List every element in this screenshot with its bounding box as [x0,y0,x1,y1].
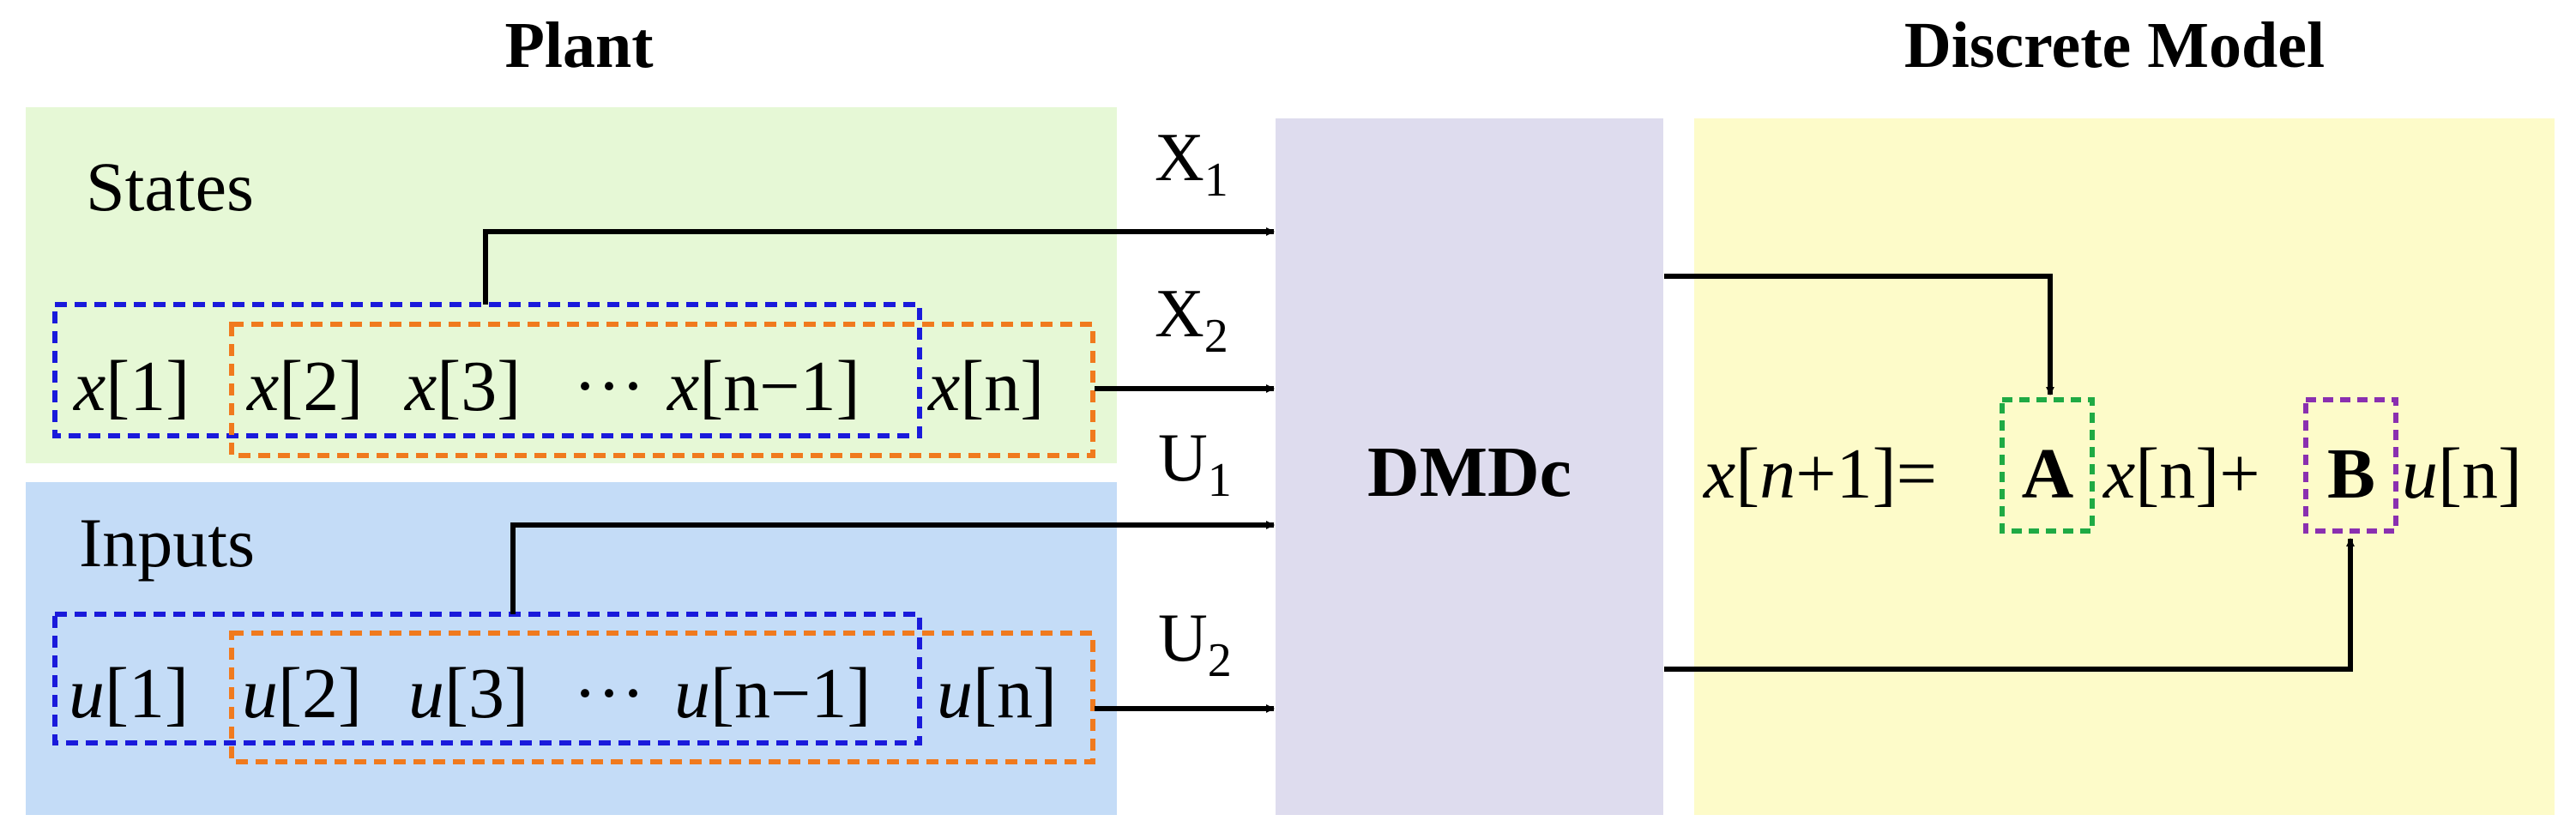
inputs-window-u1 [52,612,922,745]
A-matrix-box [2000,397,2095,534]
states-window-x2 [229,322,1095,458]
state-sequence: x[1] x[2] x[3] ··· x[n−1] x[n] [72,347,1044,426]
inputs-label: Inputs [79,504,255,582]
equation-lhs: x[n+1]= [1702,434,1937,514]
input-u1: u[1] [69,654,189,733]
input-u2: u[2] [242,654,362,733]
B-matrix: B [2327,434,2375,514]
input-un-1: u[n−1] [674,654,871,733]
input-ellipsis: ··· [573,654,645,733]
signal-u1-label: U1 [1158,420,1232,507]
wire-x1 [483,227,1275,305]
signal-x2-label: X2 [1155,276,1228,363]
signal-u2-label: U2 [1158,601,1232,687]
dmdc-block [1276,118,1663,815]
states-window-x1 [52,302,922,438]
dmdc-label: DMDc [1367,432,1572,512]
wire-to-B [1664,538,2355,672]
state-x1: x[1] [72,347,190,426]
state-ellipsis: ··· [573,347,645,426]
equation-state-term: x[n]+ [2102,434,2260,514]
input-sequence: u[1] u[2] u[3] ··· u[n−1] u[n] [69,654,1057,733]
signal-x1-label: X1 [1155,120,1228,207]
model-title: Discrete Model [1904,9,2325,81]
inputs-window-u2 [229,631,1095,764]
states-label: States [86,148,254,226]
discrete-model-panel [1694,118,2555,815]
wire-u1 [510,521,1275,614]
state-x3: x[3] [403,347,521,426]
A-matrix: A [2022,434,2074,514]
input-un: u[n] [937,654,1057,733]
state-xn-1: x[n−1] [666,347,860,426]
B-matrix-box [2303,397,2398,534]
state-xn: x[n] [926,347,1044,426]
model-equation: x[n+1]= A x[n]+ B u[n] [1702,397,2522,534]
plant-title: Plant [504,9,653,81]
wire-to-A [1664,274,2054,395]
equation-input-term: u[n] [2402,434,2522,514]
input-u3: u[3] [408,654,528,733]
states-panel [26,107,1117,463]
state-x2: x[2] [245,347,363,426]
